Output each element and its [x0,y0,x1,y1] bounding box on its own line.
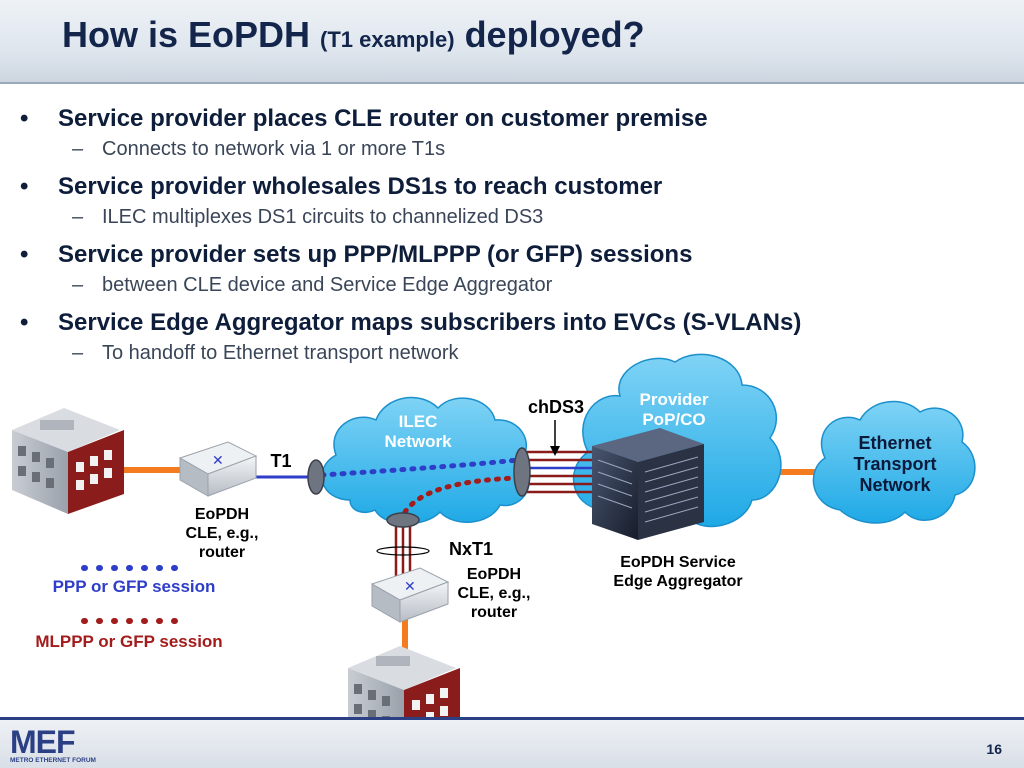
svg-text:✕: ✕ [212,453,224,469]
svg-text:✕: ✕ [404,579,416,595]
building-icon [12,408,124,514]
router-icon: ✕ [178,441,258,497]
bullet-item: • Service provider sets up PPP/MLPPP (or … [20,240,1010,270]
aggregator-label: EoPDH Service Edge Aggregator [613,554,743,590]
sub-bullet-dash: – [72,342,84,364]
t1-endpoint [307,459,325,495]
chds3-label: chDS3 [527,397,585,417]
sub-bullet-text: To handoff to Ethernet transport network [102,342,459,364]
sub-bullet-text: between CLE device and Service Edge Aggr… [102,274,553,296]
bullet-text: Service provider sets up PPP/MLPPP (or G… [58,241,693,268]
title-paren: (T1 example) [320,27,455,52]
bullet-item: • Service provider wholesales DS1s to rea… [20,172,1010,202]
bullet-text: Service provider places CLE router on cu… [58,105,708,132]
sub-bullet-dash: – [72,138,84,160]
sub-bullet-text: ILEC multiplexes DS1 circuits to channel… [102,206,544,228]
footer-rule [0,717,1024,720]
chds3-trunk [513,447,600,497]
page-number: 16 [986,741,1002,757]
chds3-pointer-arrow [550,446,560,456]
sub-bullet-dash: – [72,274,84,296]
mef-logo: MEF METRO ETHERNET FORUM [10,724,96,764]
title-divider [0,82,1024,84]
sub-bullet-item: –between CLE device and Service Edge Agg… [20,272,1010,298]
logo-wordmark: MEF [10,724,75,760]
bullet-item: • Service provider places CLE router on c… [20,104,1010,134]
legend-ppp-label: PPP or GFP session [52,577,216,596]
router-icon: ✕ [370,567,450,623]
provider-pop-label: Provider PoP/CO [639,390,709,429]
legend-mlppp-label: MLPPP or GFP session [35,632,223,651]
title-bar [0,0,1024,82]
sub-bullet-dash: – [72,206,84,228]
title-end: deployed? [464,14,645,55]
sub-bullet-item: –ILEC multiplexes DS1 circuits to channe… [20,204,1010,230]
nxt1-label: NxT1 [448,539,493,559]
footer-bar [0,720,1024,768]
bullet-dot: • [20,309,29,336]
bullet-dot: • [20,241,29,268]
bullet-text: Service Edge Aggregator maps subscribers… [58,309,802,336]
aggregator-chassis-icon [592,428,704,540]
ethernet-cloud-icon [812,400,976,524]
slide-title: How is EoPDH (T1 example) deployed? [62,14,645,56]
ppp-session-path [319,457,521,478]
ilec-network-label: ILEC Network [384,412,452,451]
sub-bullet-text: Connects to network via 1 or more T1s [102,138,446,160]
t1-label: T1 [270,451,292,471]
ethernet-transport-label: Ethernet Transport Network [853,433,937,495]
logo-subtext: METRO ETHERNET FORUM [10,757,96,764]
sub-bullet-item: –Connects to network via 1 or more T1s [20,136,1010,162]
bullet-item: • Service Edge Aggregator maps subscriber… [20,308,1010,338]
bullet-list: • Service provider places CLE router on c… [20,104,1010,376]
title-main: How is EoPDH [62,14,311,55]
mlppp-session-path [402,475,521,515]
bullet-dot: • [20,105,29,132]
cle2-label: EoPDH CLE, e.g., router [457,566,531,621]
sub-bullet-item: –To handoff to Ethernet transport networ… [20,340,1010,366]
bullet-text: Service provider wholesales DS1s to reac… [58,173,663,200]
cle1-label: EoPDH CLE, e.g., router [185,506,259,561]
bullet-dot: • [20,173,29,200]
